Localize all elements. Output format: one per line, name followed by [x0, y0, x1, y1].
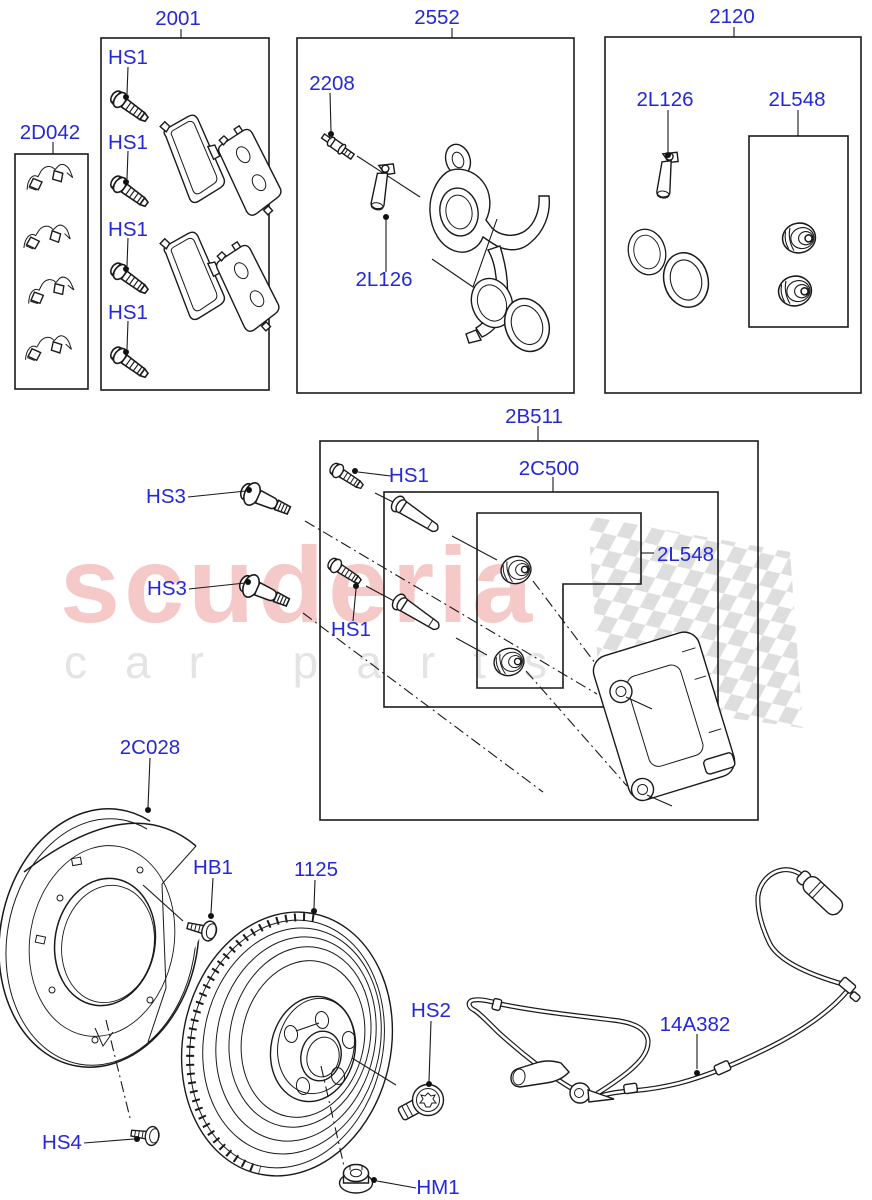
caliper-seal-kit	[622, 151, 819, 314]
hs1-bolt	[106, 343, 153, 383]
callout-hs3: HS3	[147, 577, 187, 600]
locating-pin	[370, 163, 396, 211]
box-2C500	[383, 491, 719, 708]
callout-hs1: HS1	[331, 618, 371, 641]
guide-pin-boot	[775, 272, 815, 310]
retaining-clip	[22, 333, 74, 363]
retaining-clip	[21, 223, 72, 251]
box-2L548-carrier	[476, 512, 642, 689]
hs2-torx-screw	[397, 1083, 445, 1121]
watermark-tagline-text: car parts	[64, 636, 585, 688]
retaining-clips	[21, 161, 76, 363]
cable-fitting	[849, 991, 861, 1003]
hm1-flange-nut	[338, 1163, 374, 1194]
callout-2120: 2120	[709, 5, 755, 28]
hs4-bolt	[129, 1123, 162, 1148]
leader-lines	[52, 27, 799, 1189]
callout-hs3: HS3	[146, 485, 186, 508]
brake-caliper-assembly	[320, 132, 558, 359]
guide-pin-boot	[779, 219, 819, 257]
callout-2C500: 2C500	[519, 457, 579, 480]
hs3-bolt	[236, 477, 295, 522]
hs1-bolt	[326, 459, 367, 494]
callout-2208: 2208	[309, 72, 355, 95]
cable-fitting	[838, 976, 857, 994]
caliper-carrier-bracket	[592, 631, 736, 802]
watermark-brand-text: scuderia	[60, 524, 536, 645]
callout-hs1: HS1	[108, 301, 148, 324]
brake-dust-shield	[0, 808, 220, 1119]
cable-sleeve	[491, 997, 503, 1012]
callout-hm1: HM1	[416, 1176, 459, 1199]
cable-bracket	[510, 1060, 615, 1104]
box-2120	[604, 36, 862, 394]
box-2D042	[14, 153, 89, 390]
callout-1125: 1125	[294, 858, 338, 881]
callout-hs1: HS1	[108, 131, 148, 154]
callout-hb1: HB1	[193, 856, 233, 879]
callout-hs2: HS2	[411, 999, 451, 1022]
callout-hs4: HS4	[42, 1131, 82, 1154]
callout-2L548: 2L548	[768, 88, 825, 111]
abs-sensor-head	[796, 870, 844, 916]
callout-hs1: HS1	[108, 218, 148, 241]
hs1-bolt	[106, 87, 153, 127]
box-2B511	[319, 440, 759, 821]
callout-14A382: 14A382	[660, 1013, 731, 1036]
caliper-body	[429, 143, 551, 344]
callout-2001: 2001	[155, 7, 201, 30]
callout-2C028: 2C028	[120, 736, 180, 759]
brake-pad	[211, 120, 289, 224]
callout-2552: 2552	[414, 6, 460, 29]
callout-2L126: 2L126	[636, 88, 693, 111]
cable-connector	[623, 1082, 639, 1095]
caliper-carrier-kit	[235, 459, 736, 807]
bleed-screw	[320, 132, 356, 161]
box-2001	[100, 37, 270, 391]
callout-hs1: HS1	[389, 464, 429, 487]
hs1-bolt	[106, 259, 153, 299]
callout-hs1: HS1	[108, 46, 148, 69]
abs-sensor-cable	[466, 867, 861, 1104]
hs1-bolt	[106, 172, 153, 212]
brake-pad	[209, 236, 287, 340]
callout-2L126: 2L126	[355, 268, 412, 291]
callout-2D042: 2D042	[20, 121, 80, 144]
retaining-clip	[24, 274, 76, 307]
retaining-clip	[23, 161, 75, 193]
callout-2L548: 2L548	[657, 543, 714, 566]
callout-labels: 2001 2D042 2552 2120 2B511 2C500 HS1 HS1…	[20, 5, 826, 1199]
callout-2B511: 2B511	[505, 405, 563, 428]
box-2552	[296, 37, 575, 394]
cable-connector	[713, 1060, 732, 1076]
